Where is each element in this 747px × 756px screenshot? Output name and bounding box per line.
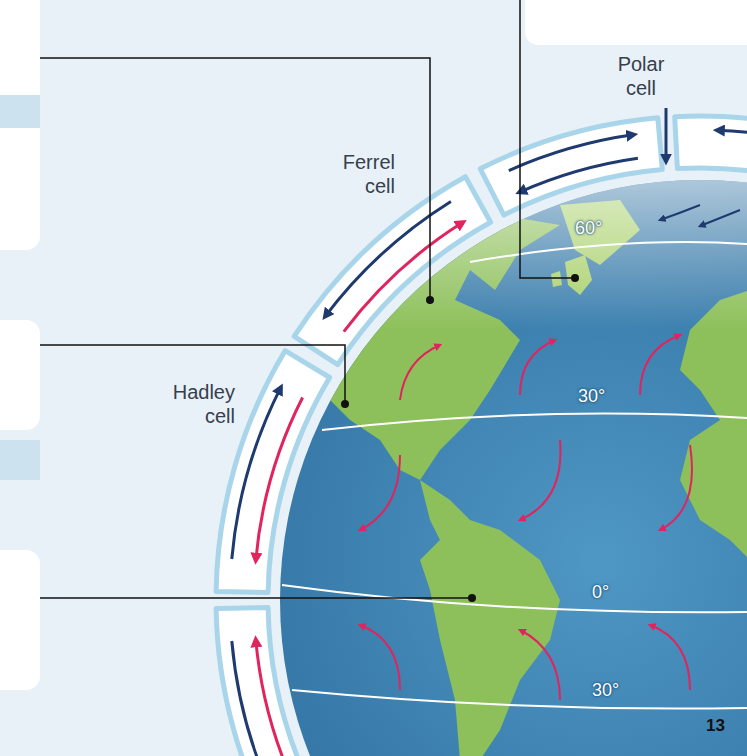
hadley-band — [216, 608, 326, 756]
leader-dots — [341, 274, 579, 602]
globe-surface — [280, 150, 747, 756]
latitude-label: 0° — [592, 582, 609, 603]
leader-lines — [40, 0, 572, 598]
latitude-line — [322, 414, 747, 430]
cell-arrows — [232, 108, 747, 756]
polar-band — [480, 118, 662, 215]
cell-label: Polar cell — [605, 52, 677, 100]
callout-box — [0, 0, 40, 250]
latitude-label: 30° — [578, 386, 605, 407]
callout-tab — [0, 440, 40, 480]
south-america — [420, 480, 560, 756]
cell-label: Ferrel cell — [323, 150, 395, 198]
latitude-label: 30° — [592, 680, 619, 701]
cell-label: Hadley cell — [163, 380, 235, 428]
polar-band — [675, 116, 747, 269]
ferrel-band — [294, 177, 491, 365]
cell-bands — [216, 116, 747, 756]
callout-tab — [0, 95, 40, 128]
latitude-line — [292, 690, 747, 709]
polar-winds — [660, 205, 740, 226]
page-number: 13 — [706, 716, 725, 736]
callout-box — [0, 550, 40, 690]
surface-winds — [360, 335, 692, 700]
callout-box — [0, 320, 40, 430]
latitude-line — [470, 242, 747, 262]
latitude-label: 60° — [575, 218, 602, 239]
